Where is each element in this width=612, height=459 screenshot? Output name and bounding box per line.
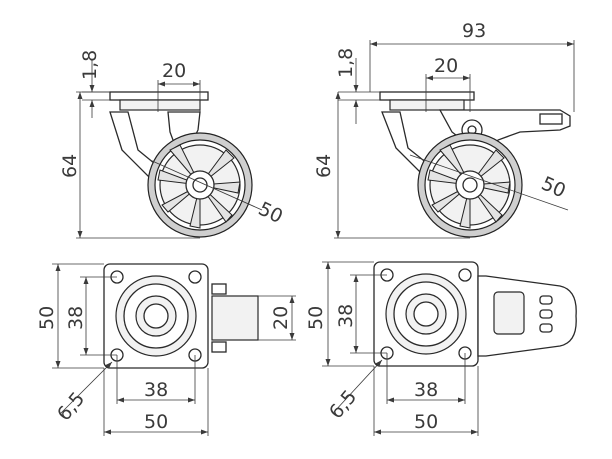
side-view-brake: 50 93 20 1,8 64 [313, 20, 575, 239]
wheel-brake [417, 132, 523, 238]
hole-spacing-vertical-label: 38 [65, 306, 87, 330]
mounting-hole [458, 268, 472, 282]
hole-diameter-label: 6,5 [53, 388, 89, 425]
plate-height-label: 50 [36, 306, 58, 330]
swivel-head-brake [389, 99, 465, 111]
top-plate-brake [379, 91, 475, 101]
wheel-top [211, 295, 259, 341]
wheel-diameter-label: 50 [255, 198, 286, 228]
hole-spacing-horizontal-label-brake: 38 [414, 379, 438, 401]
bracket-width-label: 20 [162, 60, 186, 82]
side-view-standard: 50 20 1,8 64 [59, 50, 286, 239]
top-view-standard: 50 38 20 6,5 38 50 [36, 263, 296, 436]
bracket-width-label-brake: 20 [434, 55, 458, 77]
height-label: 64 [59, 154, 81, 178]
plate-height-label-brake: 50 [305, 306, 327, 330]
hole-spacing-vertical-label-brake: 38 [335, 304, 357, 328]
top-view-brake: 50 38 6,5 38 50 [305, 261, 577, 436]
bracket-brake [381, 111, 429, 173]
mounting-hole [188, 270, 202, 284]
plate-width-label: 50 [144, 411, 168, 433]
swivel-head [119, 99, 201, 111]
hole-spacing-horizontal-label: 38 [144, 379, 168, 401]
wheel-diameter-label-brake: 50 [538, 172, 569, 202]
brake-pedal-top [477, 275, 577, 357]
plate-width-label-brake: 50 [414, 411, 438, 433]
height-label-brake: 64 [313, 154, 335, 178]
hole-diameter-label-brake: 6,5 [325, 386, 361, 423]
overall-length-label: 93 [462, 20, 486, 42]
plate-thickness-label: 1,8 [79, 50, 101, 80]
top-plate [109, 91, 209, 101]
plate-thickness-label-brake: 1,8 [335, 48, 357, 78]
wheel [147, 132, 253, 238]
wheel-width-label: 20 [270, 306, 292, 330]
